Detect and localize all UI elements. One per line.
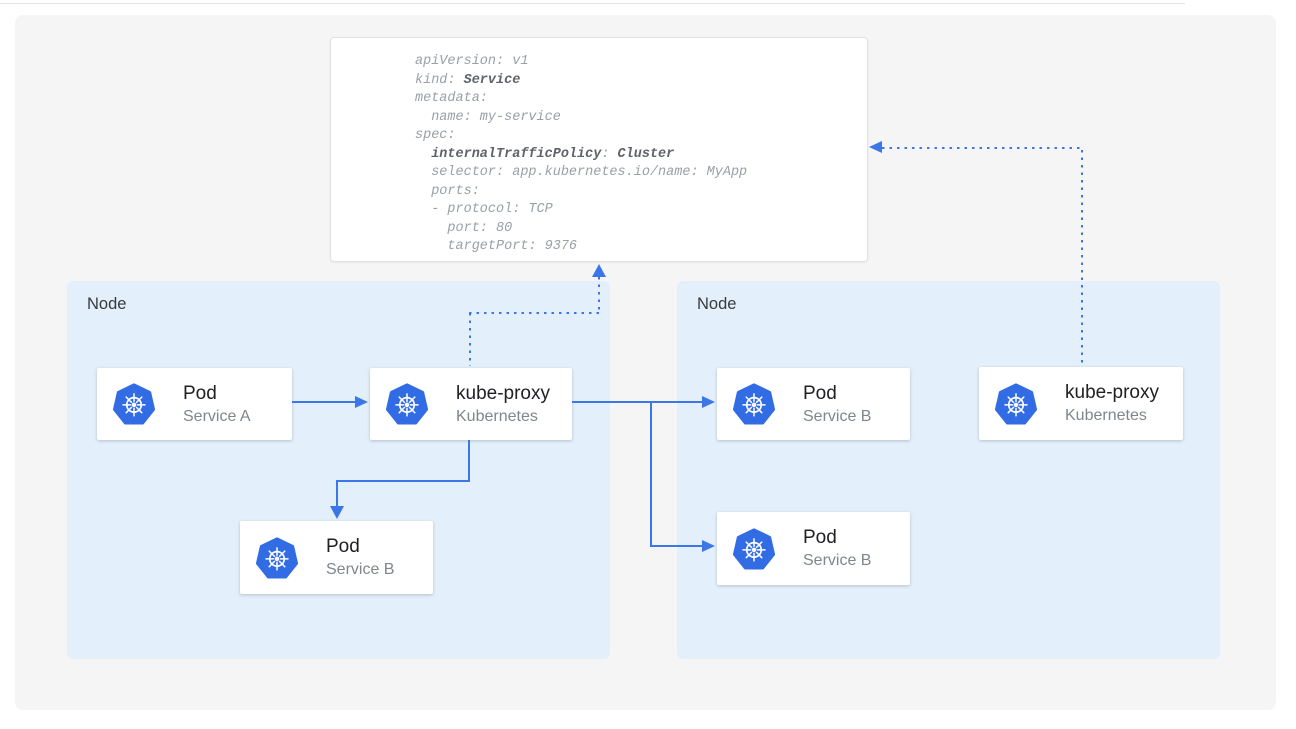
arrow-kubeproxy-to-podb-right-bottom: [650, 401, 652, 547]
arrowhead-right-icon: [702, 396, 715, 408]
yaml-line: internalTrafficPolicy: Cluster: [431, 146, 675, 162]
dotted-arrow-left-kubeproxy-to-yaml: [469, 312, 600, 314]
yaml-line: name: my-service: [415, 109, 561, 125]
dotted-arrow-left-kubeproxy-to-yaml: [598, 277, 600, 313]
service-yaml-card: apiVersion: v1 kind: Service metadata: n…: [330, 37, 868, 262]
yaml-line: targetPort: 9376: [415, 239, 578, 254]
yaml-line: kind: Service: [415, 72, 521, 88]
arrowhead-down-icon: [330, 506, 344, 519]
node-right: Node Pod Service B Pod Service B kube-pr…: [677, 281, 1220, 659]
kubernetes-icon: [994, 382, 1038, 426]
yaml-line: metadata:: [415, 91, 488, 106]
pod-service-a-card: Pod Service A: [97, 368, 292, 440]
arrowhead-left-icon: [869, 141, 882, 153]
pod-service-b-right-bottom-card: Pod Service B: [717, 512, 910, 585]
yaml-line: selector: app.kubernetes.io/name: MyApp: [415, 165, 748, 180]
card-subtitle: Kubernetes: [1065, 407, 1147, 424]
arrow-poda-to-kubeproxy: [292, 401, 356, 403]
arrow-kubeproxy-to-podb-right-top: [572, 401, 703, 403]
arrow-kubeproxy-to-podb-right-bottom: [650, 545, 703, 547]
yaml-code-block: apiVersion: v1 kind: Service metadata: n…: [415, 53, 867, 257]
yaml-line: spec:: [415, 128, 456, 143]
top-divider: [0, 3, 1185, 4]
card-subtitle: Service B: [803, 552, 872, 569]
yaml-line: - protocol: TCP: [415, 202, 553, 217]
arrow-kubeproxy-to-podb-left: [468, 440, 470, 482]
yaml-line: port: 80: [415, 220, 513, 236]
kube-proxy-left-card: kube-proxy Kubernetes: [370, 368, 572, 440]
arrow-kubeproxy-to-podb-left: [336, 480, 338, 507]
card-subtitle: Service B: [326, 561, 395, 578]
card-subtitle: Kubernetes: [456, 407, 538, 425]
card-subtitle: Service A: [183, 407, 251, 425]
arrow-kubeproxy-to-podb-left: [336, 480, 470, 482]
arrowhead-right-icon: [355, 396, 368, 408]
card-title: kube-proxy: [456, 382, 550, 404]
node-label: Node: [87, 295, 127, 313]
card-title: kube-proxy: [1065, 382, 1159, 403]
kubernetes-icon: [385, 382, 429, 426]
card-title: Pod: [326, 536, 360, 557]
card-title: Pod: [183, 382, 217, 404]
pod-service-b-left-card: Pod Service B: [240, 521, 433, 594]
kube-proxy-right-card: kube-proxy Kubernetes: [979, 367, 1183, 440]
kubernetes-icon: [255, 536, 299, 580]
dotted-arrow-right-kubeproxy-to-yaml: [1081, 150, 1083, 367]
kubernetes-icon: [732, 382, 776, 426]
yaml-line: ports:: [415, 183, 480, 199]
dotted-arrow-right-kubeproxy-to-yaml: [882, 147, 1082, 149]
kubernetes-icon: [112, 382, 156, 426]
arrowhead-up-icon: [592, 264, 606, 277]
kubernetes-icon: [732, 527, 776, 571]
yaml-line: apiVersion: v1: [415, 54, 529, 69]
node-left: Node Pod Service A kube-proxy Kubernetes…: [67, 281, 610, 659]
dotted-arrow-left-kubeproxy-to-yaml: [469, 313, 471, 366]
card-title: Pod: [803, 382, 837, 404]
card-subtitle: Service B: [803, 407, 872, 425]
arrowhead-right-icon: [702, 540, 715, 552]
node-label: Node: [697, 295, 737, 313]
card-title: Pod: [803, 527, 837, 548]
pod-service-b-right-top-card: Pod Service B: [717, 368, 910, 440]
